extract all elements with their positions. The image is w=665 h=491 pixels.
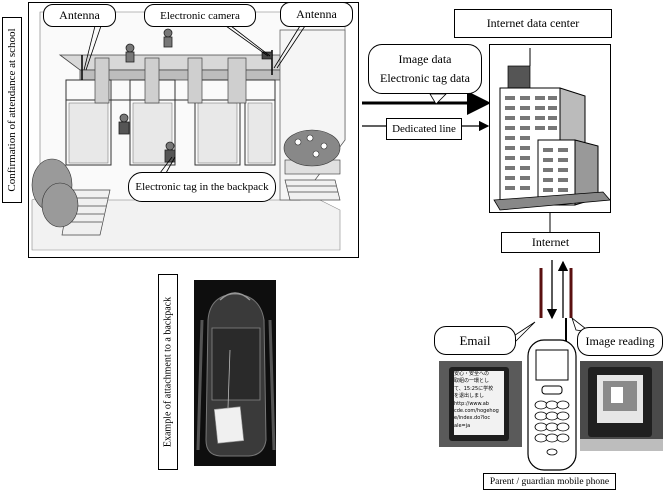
backpack-icon <box>196 292 276 457</box>
image-reading-label: Image reading <box>585 334 655 348</box>
tag-callout: Electronic tag in the backpack <box>128 172 276 202</box>
backpack-side-label: Example of attachment to a backpack <box>158 274 178 470</box>
dedicated-line-label: Dedicated line <box>386 118 462 140</box>
image-phone-photo <box>580 361 663 451</box>
phone-caption: Parent / guardian mobile phone <box>483 473 616 490</box>
tag-data-label: Electronic tag data <box>380 71 470 85</box>
antenna-right-label: Antenna <box>296 7 337 21</box>
camera-callout: Electronic camera <box>144 4 256 27</box>
tag-label: Electronic tag in the backpack <box>135 181 269 193</box>
email-phone-photo: 安心・安全への 取組の一環とし て、15:25に学校 を退出しまし http:/… <box>439 361 522 447</box>
attendance-side-label: Confirmation of attendance at school <box>2 17 22 203</box>
transfer-data-callout: Image data Electronic tag data <box>368 44 482 94</box>
antenna-left-label: Antenna <box>59 8 100 22</box>
image-reading-callout: Image reading <box>577 327 663 356</box>
camera-label: Electronic camera <box>160 9 240 22</box>
data-center-title: Internet data center <box>454 9 612 38</box>
backpack-photo <box>194 280 276 466</box>
camera-image-screen <box>597 375 643 423</box>
internet-label: Internet <box>501 232 600 253</box>
email-label: Email <box>459 332 491 348</box>
email-screen: 安心・安全への 取組の一環とし て、15:25に学校 を退出しまし http:/… <box>454 371 504 435</box>
antenna-right-callout: Antenna <box>280 2 353 27</box>
image-data-label: Image data <box>398 52 452 66</box>
antenna-left-callout: Antenna <box>43 4 116 27</box>
email-callout: Email <box>434 326 516 355</box>
